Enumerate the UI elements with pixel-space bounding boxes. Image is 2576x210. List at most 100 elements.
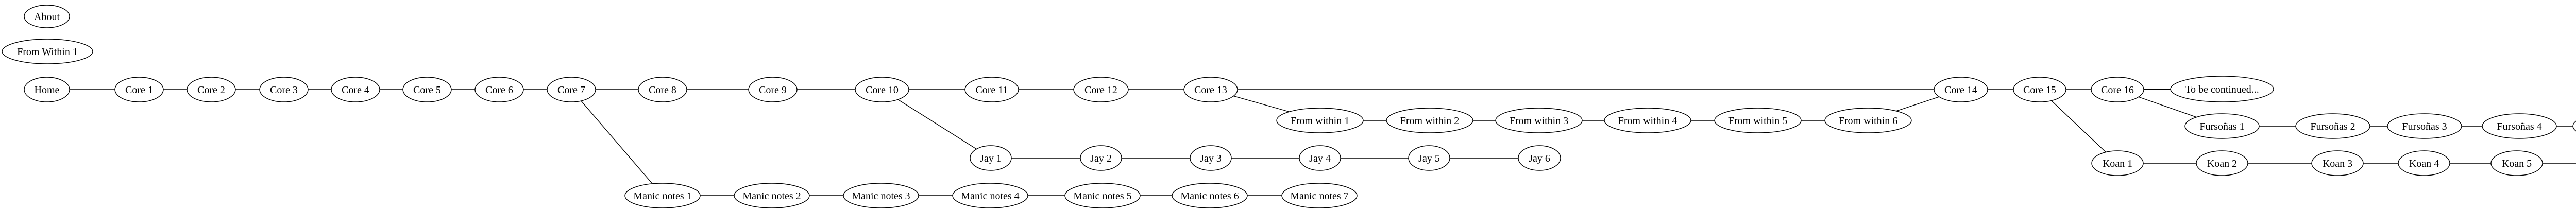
node-koan-5: Koan 5 — [2490, 150, 2543, 176]
manic-notes-1-ellipse — [624, 183, 701, 208]
manic-notes-5-ellipse — [1064, 183, 1141, 208]
from-within-6-label: From within 6 — [1839, 115, 1897, 127]
core-16-ellipse — [2091, 77, 2144, 102]
from-within-intro-label: From Within 1 — [17, 46, 78, 58]
core-10-ellipse — [855, 77, 909, 102]
core-2-ellipse — [187, 77, 236, 102]
manic-notes-2-label: Manic notes 2 — [742, 190, 801, 202]
node-from-within-6: From within 6 — [1824, 108, 1912, 133]
koan-3-label: Koan 3 — [2323, 158, 2352, 169]
fursonas-2-ellipse — [2295, 113, 2370, 139]
manic-notes-7-ellipse — [1281, 183, 1358, 208]
fursonas-4-label: Fursoñas 4 — [2497, 121, 2541, 132]
from-within-3-ellipse — [1495, 108, 1583, 133]
edge-core-7-manic-notes-1 — [571, 89, 663, 196]
node-from-within-5: From within 5 — [1714, 108, 1802, 133]
core-14-label: Core 14 — [1944, 84, 1977, 96]
core-5-ellipse — [402, 77, 452, 102]
from-within-5-ellipse — [1714, 108, 1802, 133]
koan-1-ellipse — [2091, 150, 2144, 176]
from-within-2-label: From within 2 — [1400, 115, 1459, 127]
core-7-label: Core 7 — [557, 84, 585, 96]
core-4-label: Core 4 — [342, 84, 369, 96]
core-3-label: Core 3 — [270, 84, 298, 96]
koan-5-ellipse — [2490, 150, 2543, 176]
node-home: Home — [24, 77, 70, 102]
core-4-ellipse — [331, 77, 380, 102]
fursonas-3-label: Fursoñas 3 — [2402, 121, 2447, 132]
manic-notes-6-ellipse — [1172, 183, 1248, 208]
fursonas-3-ellipse — [2387, 113, 2462, 139]
fursonas-5-ellipse — [2572, 120, 2576, 132]
core-1-label: Core 1 — [125, 84, 153, 96]
core-13-label: Core 13 — [1194, 84, 1227, 96]
core-10-label: Core 10 — [866, 84, 899, 96]
node-core-6: Core 6 — [474, 77, 524, 102]
core-11-label: Core 11 — [975, 84, 1008, 96]
core-6-label: Core 6 — [485, 84, 513, 96]
node-fursonas-2: Fursoñas 2 — [2295, 113, 2370, 139]
manic-notes-3-ellipse — [843, 183, 919, 208]
node-core-8: Core 8 — [638, 77, 687, 102]
to-be-continued-ellipse — [2170, 76, 2274, 102]
core-15-ellipse — [2013, 77, 2066, 102]
node-from-within-3: From within 3 — [1495, 108, 1583, 133]
core-8-ellipse — [638, 77, 687, 102]
node-manic-notes-7: Manic notes 7 — [1281, 183, 1358, 208]
home-label: Home — [35, 84, 60, 96]
koan-4-label: Koan 4 — [2409, 158, 2439, 169]
jay-6-ellipse — [1518, 145, 1561, 171]
node-core-7: Core 7 — [547, 77, 596, 102]
koan-5-label: Koan 5 — [2502, 158, 2532, 169]
node-manic-notes-6: Manic notes 6 — [1172, 183, 1248, 208]
koan-2-label: Koan 2 — [2207, 158, 2237, 169]
node-to-be-continued: To be continued... — [2170, 76, 2274, 102]
node-jay-5: Jay 5 — [1408, 145, 1450, 171]
koan-1-label: Koan 1 — [2103, 158, 2132, 169]
from-within-3-label: From within 3 — [1510, 115, 1568, 127]
jay-1-label: Jay 1 — [980, 153, 1002, 164]
node-about: About — [24, 5, 70, 28]
core-11-ellipse — [964, 77, 1019, 102]
jay-1-ellipse — [970, 145, 1012, 171]
core-5-label: Core 5 — [413, 84, 441, 96]
from-within-4-ellipse — [1604, 108, 1691, 133]
core-8-label: Core 8 — [649, 84, 676, 96]
manic-notes-4-label: Manic notes 4 — [961, 190, 1019, 202]
node-from-within-2: From within 2 — [1386, 108, 1473, 133]
node-core-5: Core 5 — [402, 77, 452, 102]
node-core-12: Core 12 — [1073, 77, 1129, 102]
core-15-label: Core 15 — [2023, 84, 2056, 96]
core-1-ellipse — [114, 77, 164, 102]
node-fursonas-3: Fursoñas 3 — [2387, 113, 2462, 139]
node-manic-notes-5: Manic notes 5 — [1064, 183, 1141, 208]
from-within-intro-ellipse — [2, 39, 93, 64]
core-12-ellipse — [1073, 77, 1129, 102]
node-koan-1: Koan 1 — [2091, 150, 2144, 176]
node-core-11: Core 11 — [964, 77, 1019, 102]
node-fursonas-1: Fursoñas 1 — [2184, 113, 2260, 139]
manic-notes-3-label: Manic notes 3 — [852, 190, 910, 202]
manic-notes-1-label: Manic notes 1 — [633, 190, 691, 202]
jay-4-label: Jay 4 — [1309, 153, 1331, 164]
jay-2-label: Jay 2 — [1090, 153, 1112, 164]
jay-5-label: Jay 5 — [1418, 153, 1440, 164]
node-fursonas-4: Fursoñas 4 — [2482, 113, 2557, 139]
core-13-ellipse — [1183, 77, 1238, 102]
fursonas-1-ellipse — [2184, 113, 2260, 139]
about-label: About — [34, 11, 60, 23]
node-jay-3: Jay 3 — [1190, 145, 1232, 171]
jay-3-label: Jay 3 — [1200, 153, 1222, 164]
core-7-ellipse — [547, 77, 596, 102]
from-within-2-ellipse — [1386, 108, 1473, 133]
node-manic-notes-4: Manic notes 4 — [952, 183, 1028, 208]
core-6-ellipse — [474, 77, 524, 102]
fursonas-1-label: Fursoñas 1 — [2199, 121, 2244, 132]
manic-notes-2-ellipse — [734, 183, 810, 208]
node-core-14: Core 14 — [1934, 77, 1988, 102]
node-jay-6: Jay 6 — [1518, 145, 1561, 171]
node-core-3: Core 3 — [259, 77, 309, 102]
jay-3-ellipse — [1190, 145, 1232, 171]
